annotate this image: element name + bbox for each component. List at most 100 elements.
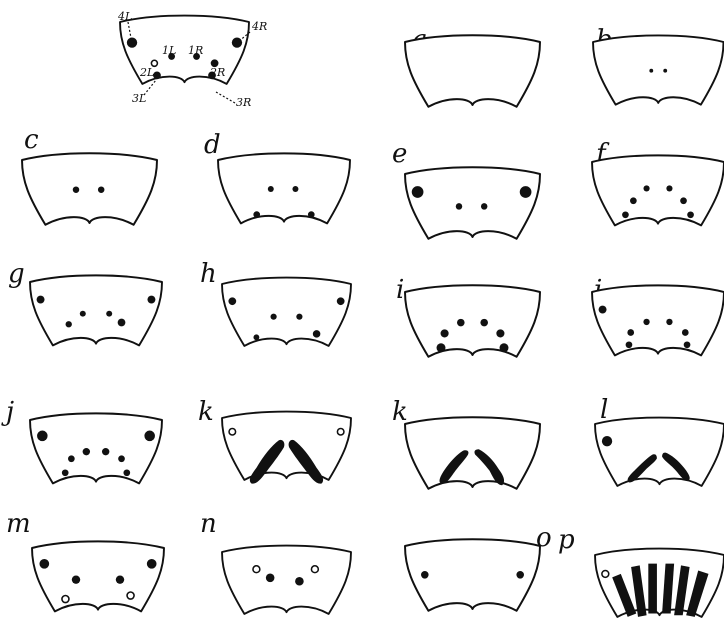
spot-1L: [643, 185, 649, 191]
panel-o: [405, 539, 540, 611]
spot-1R: [292, 186, 298, 192]
spot-3R: [123, 469, 130, 476]
spot-4R: [337, 297, 345, 305]
panel-label-m: m: [6, 509, 31, 539]
spot-4L: [602, 436, 612, 446]
key-label-2L: 2L: [139, 66, 154, 79]
spot-1L: [72, 575, 80, 583]
spot-2R: [118, 319, 126, 327]
bar-3: [648, 564, 657, 614]
spot-1L: [649, 69, 653, 73]
key-label-1L: 1L: [162, 44, 176, 57]
panel-d: [218, 153, 350, 223]
panel-label-d: d: [204, 130, 221, 160]
spot-1L: [83, 448, 90, 455]
spot-2R: [682, 329, 689, 336]
panel-m: [32, 541, 164, 611]
key-label-4L: 4L: [117, 10, 132, 23]
spot-4R: [516, 571, 524, 579]
spot-3L: [622, 211, 629, 218]
spot-4R: [147, 559, 157, 569]
panel-outline: [222, 278, 351, 346]
panel-label-c: c: [24, 125, 39, 155]
spot-1R: [481, 203, 487, 209]
spot-4L: [228, 297, 236, 305]
spot-3L: [62, 596, 69, 603]
panel-h: [222, 278, 351, 346]
panel-label-j: j: [1, 397, 14, 427]
panel-a: [405, 35, 540, 107]
panel-outline: [405, 167, 540, 239]
panel-g: [30, 275, 162, 345]
spot-4L: [602, 570, 609, 577]
spot-4L: [229, 428, 236, 435]
spot-4R: [144, 431, 155, 442]
spot-3L: [437, 343, 446, 352]
spot-3R: [684, 341, 691, 348]
spot-1L: [271, 314, 277, 320]
spot-4R: [147, 296, 155, 304]
spot-2L: [68, 455, 75, 462]
panel-label-g: g: [8, 259, 25, 289]
spot-4R: [337, 428, 344, 435]
leader-3R: [216, 92, 235, 103]
panel-n: [222, 546, 351, 614]
panel-outline: [592, 285, 724, 355]
panel-i-second: [592, 285, 724, 355]
spot-1R: [666, 185, 672, 191]
spot-4L: [127, 37, 137, 47]
spot-1L: [80, 311, 86, 317]
spot-1L: [73, 186, 79, 192]
panel-outline: [595, 418, 724, 486]
spot-4L: [421, 571, 429, 579]
spot-3L: [62, 469, 69, 476]
spot-2R: [496, 329, 504, 337]
spot-3L: [626, 341, 633, 348]
panel-label-k-second: k: [392, 397, 408, 427]
panel-f: [592, 155, 724, 225]
spot-3R: [687, 211, 694, 218]
panel-outline: [593, 35, 724, 104]
spot-3L: [253, 211, 260, 218]
spot-2L: [630, 197, 637, 204]
key-label-1R: 1R: [188, 44, 203, 57]
panel-outline: [222, 412, 351, 480]
panel-outline: [405, 35, 540, 107]
spot-1L: [268, 186, 274, 192]
spot-2R: [118, 455, 125, 462]
spot-1R: [666, 319, 672, 325]
panel-outline: [218, 153, 350, 223]
panel-label-i-first: i: [396, 275, 404, 305]
panel-outline: [30, 275, 162, 345]
spot-3R: [308, 211, 315, 218]
panel-e: [405, 167, 540, 239]
spot-2L: [441, 329, 449, 337]
spot-3R: [127, 592, 134, 599]
panel-b: [593, 35, 724, 104]
panel-outline: [32, 541, 164, 611]
panel-j: [30, 413, 162, 483]
key-label-2R: 2R: [209, 66, 225, 79]
spot-4R: [311, 566, 318, 573]
panel-label-k-first: k: [198, 397, 214, 427]
panel-outline: [592, 155, 724, 225]
panel-label-p: p: [558, 525, 575, 555]
spot-1R: [102, 448, 109, 455]
panel-label-h: h: [200, 259, 217, 289]
panel-i-first: [405, 285, 540, 357]
spot-1R: [663, 69, 667, 73]
spot-2R: [680, 197, 687, 204]
spot-3R: [500, 343, 509, 352]
spot-1R: [295, 577, 304, 586]
panel-outline: [22, 153, 157, 225]
spot-4L: [39, 559, 49, 569]
spot-1L: [456, 203, 462, 209]
spot-1L: [457, 319, 465, 327]
spot-2L: [66, 321, 72, 327]
key-label-4R: 4R: [251, 20, 267, 33]
spot-1L: [643, 319, 649, 325]
spot-4L: [37, 431, 48, 442]
panel-outline: [222, 546, 351, 614]
spot-1R: [106, 311, 112, 317]
